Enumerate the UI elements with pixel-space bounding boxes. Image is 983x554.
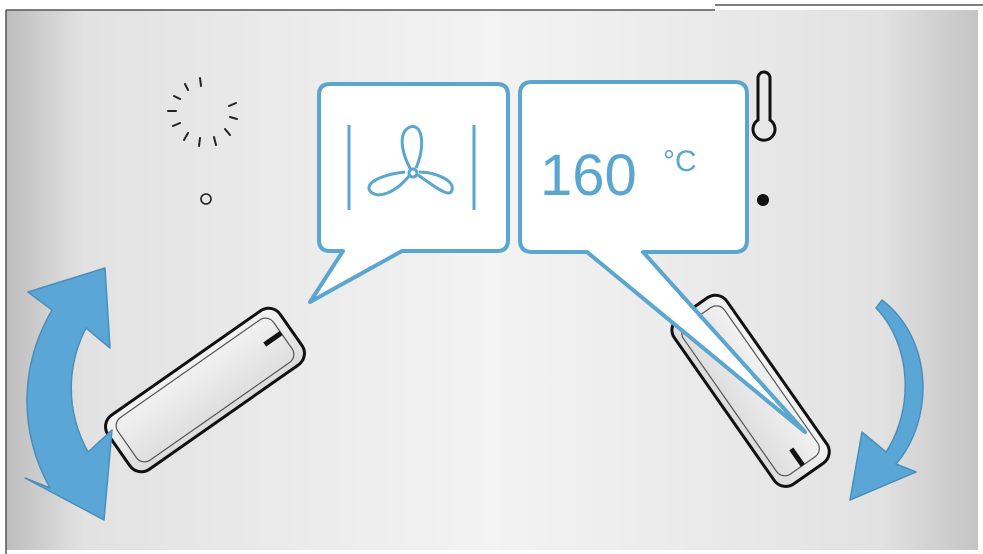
temperature-value: 160: [540, 143, 637, 208]
right-indicator-on: [757, 194, 769, 206]
temperature-unit: °C: [663, 145, 697, 178]
